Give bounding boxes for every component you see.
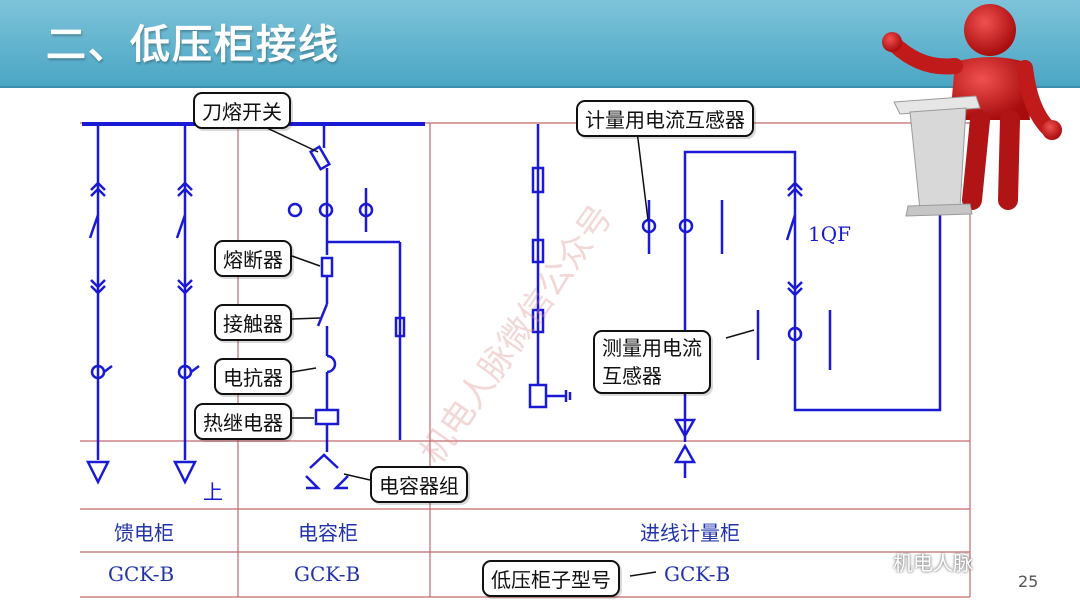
- cabinet-name-feeder: 馈电柜: [114, 521, 174, 545]
- callout-ct-metering: 计量用电流互感器: [576, 100, 754, 137]
- cabinet-model-incoming: GCK-B: [664, 562, 731, 586]
- callout-thermal-relay: 热继电器: [194, 403, 292, 440]
- breaker-label: 1QF: [808, 222, 851, 246]
- cabinet-model-feeder: GCK-B: [108, 562, 175, 586]
- wechat-watermark: 机电人脉: [893, 551, 973, 575]
- callout-knife-fuse-switch: 刀熔开关: [193, 92, 291, 129]
- callout-contactor: 接触器: [214, 304, 292, 341]
- callout-cabinet-model: 低压柜子型号: [482, 560, 620, 597]
- grid-lines: [80, 122, 971, 598]
- callout-ct-measuring: 测量用电流 互感器: [593, 330, 711, 394]
- callout-capacitor-bank: 电容器组: [370, 466, 468, 503]
- cabinet-name-capacitor: 电容柜: [298, 521, 358, 545]
- callout-fuse: 熔断器: [214, 240, 292, 277]
- callout-reactor: 电抗器: [214, 358, 292, 395]
- cabinet-model-capacitor: GCK-B: [294, 562, 361, 586]
- presenter-figure: [882, 4, 1062, 217]
- cabinet-name-incoming: 进线计量柜: [640, 521, 740, 545]
- page-number: 25: [1018, 572, 1039, 591]
- up-mark: 上: [203, 480, 223, 504]
- slide-title: 二、低压柜接线: [46, 22, 340, 68]
